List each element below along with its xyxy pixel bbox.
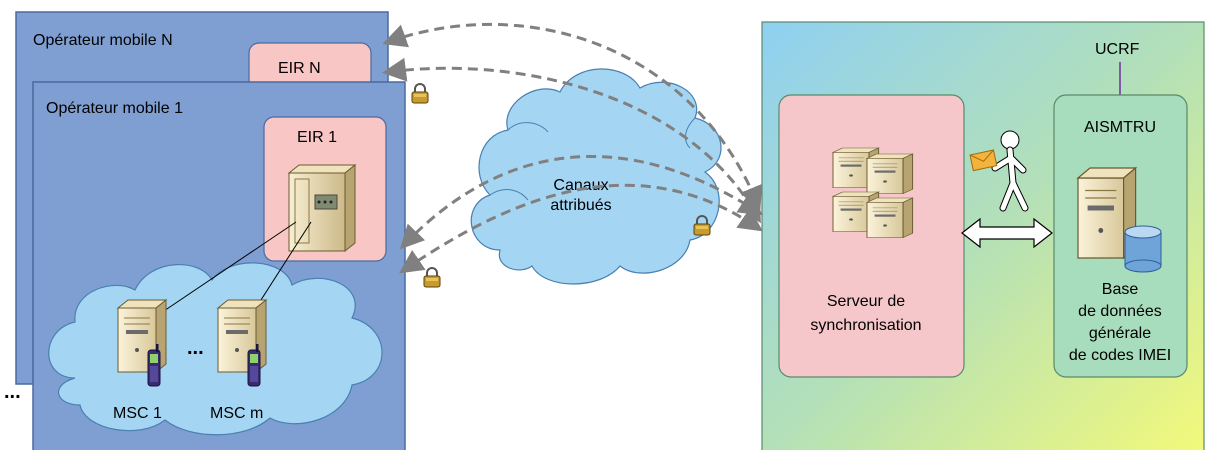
sync-server-label-line2: synchronisation <box>810 317 921 334</box>
sync-aismtru-double-arrow <box>961 217 1053 249</box>
sync-server-rack-icon <box>832 147 914 239</box>
envelope-icon <box>969 149 998 172</box>
db-label-line4: de codes IMEI <box>1069 347 1171 364</box>
lock-icon-bottom-left <box>423 267 441 288</box>
eir-cabinet-icon <box>287 163 357 253</box>
database-cylinder-icon <box>1124 225 1162 273</box>
msc-1-label: MSC 1 <box>113 405 162 422</box>
lock-icon-top-left <box>411 83 429 104</box>
sync-server-label-line1: Serveur de <box>827 293 905 310</box>
msc-m-phone-icon <box>247 343 261 387</box>
aismtru-title: AISMTRU <box>1084 119 1156 136</box>
left-ellipsis: ... <box>4 381 21 403</box>
channel-arrow-1-bottom <box>399 183 763 274</box>
ucrf-label: UCRF <box>1095 41 1140 58</box>
db-label-line3: générale <box>1089 325 1151 342</box>
eir-1-label: EIR 1 <box>297 129 337 146</box>
operator-1-title: Opérateur mobile 1 <box>46 100 183 117</box>
channel-arrow-1-top <box>399 154 764 250</box>
eir-msc1-link <box>154 221 297 318</box>
operator-n-title: Opérateur mobile N <box>33 32 173 49</box>
msc-ellipsis: ... <box>187 337 204 359</box>
courier-person-icon <box>991 130 1029 212</box>
channel-arrow-n-bottom <box>382 57 761 224</box>
db-label-line1: Base <box>1102 281 1139 298</box>
db-label-line2: de données <box>1078 303 1162 320</box>
channels-label-line2: attribués <box>550 197 611 214</box>
msc-1-phone-icon <box>147 343 161 387</box>
msc-m-label: MSC m <box>210 405 263 422</box>
eir-n-label: EIR N <box>278 60 321 77</box>
